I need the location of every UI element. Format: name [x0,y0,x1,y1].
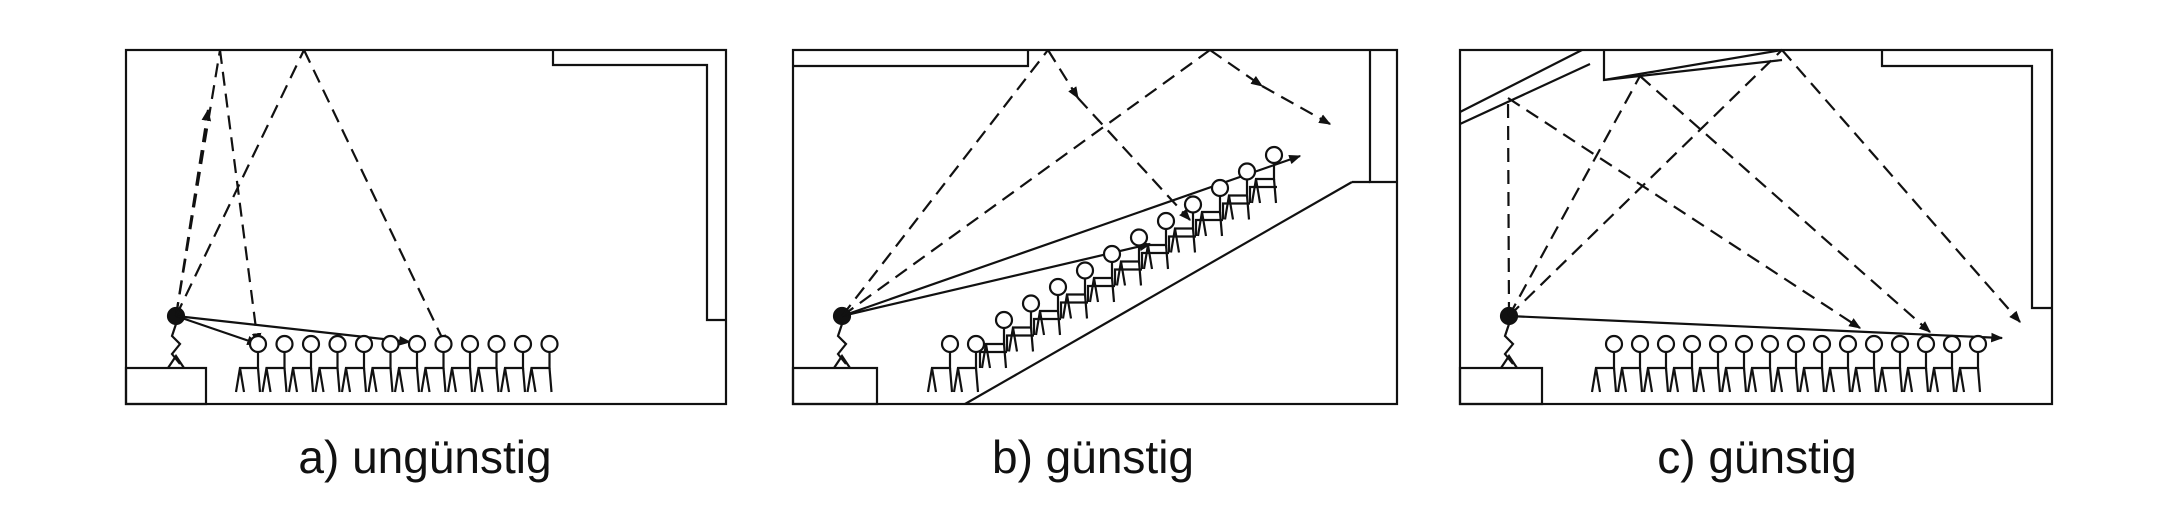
caption-c: c) günstig [1657,431,1857,483]
listener-figure [367,334,400,393]
listener-figure [1876,334,1910,393]
riser-step [1032,317,1061,335]
reflected-sound-paths [841,49,1332,317]
listener-figure [1902,334,1936,393]
rear-wall-absorber [551,50,726,322]
riser-step [1086,284,1115,302]
riser-step [1167,235,1196,253]
reflected-sound-paths [1506,49,2021,333]
listener-figure [393,334,427,393]
ceiling-reflector [1602,48,1783,82]
listener-figure [499,334,533,393]
direct-sound-paths [175,314,412,346]
stage-platform [791,366,879,406]
listener-figure [980,310,1014,369]
listener-figure [1088,244,1122,303]
audience-row [1590,334,1988,393]
listener-figure [1007,294,1041,352]
listener-figure [1223,162,1257,220]
listener-figure [1746,334,1780,393]
room-outline [1458,48,2054,406]
listener-figure [1668,334,1702,393]
listener-figure [1196,178,1230,237]
listener-figure [1115,228,1149,286]
ceiling-panel [793,50,1030,68]
ceiling-reflector [1459,49,1583,113]
riser-step [1059,301,1088,319]
direct-sound-paths [841,154,1302,318]
rear-wall-absorber [1880,50,2052,310]
listener-figure [926,334,960,393]
room-outline [791,48,1399,406]
listener-figure [314,334,347,393]
listener-figure [1720,334,1754,393]
raked-floor [964,181,1353,405]
stage-platform [1458,366,1544,406]
listener-figure [473,334,506,393]
audience-row [234,334,559,393]
ceiling-reflector [1603,58,1783,82]
riser-step [1005,334,1034,352]
listener-figure [340,334,374,393]
listener-figure [1616,334,1650,393]
listener-figure [526,334,559,393]
riser-step [978,350,1007,368]
listener-figure [1590,334,1624,393]
speaker-figure [832,306,852,369]
riser-step [1140,251,1169,269]
panel-a [124,48,728,406]
panel-b [791,48,1399,406]
listener-figure [261,334,294,393]
riser-step [1221,202,1250,220]
riser-step [1248,185,1277,203]
listener-figure [1824,334,1858,393]
listener-figure [1850,334,1884,393]
direct-sound-paths [1508,314,2004,343]
ceiling-reflector [1459,63,1591,125]
riser-step [1113,268,1142,286]
panel-c [1458,48,2054,406]
room-outline [124,48,728,406]
riser-step [1194,218,1223,236]
listener-figure [1169,195,1203,253]
listener-figure [1954,334,1988,393]
listener-figure [234,334,268,393]
listener-figure [446,334,480,393]
listener-figure [952,334,986,393]
stage-platform [124,366,208,406]
caption-a: a) ungünstig [298,431,552,483]
listener-figure [1928,334,1962,393]
audience-row [926,145,1284,393]
listener-figure [1694,334,1728,393]
listener-figure [420,334,453,393]
listener-figure [1142,211,1176,270]
listener-figure [1061,261,1095,319]
listener-figure [1250,145,1284,204]
listener-figure [1642,334,1676,393]
reflected-sound-paths [174,49,447,348]
listener-figure [1798,334,1832,393]
rear-wall [1368,50,1397,184]
listener-figure [1034,277,1068,336]
caption-b: b) günstig [991,431,1194,483]
listener-figure [287,334,321,393]
listener-figure [1772,334,1806,393]
